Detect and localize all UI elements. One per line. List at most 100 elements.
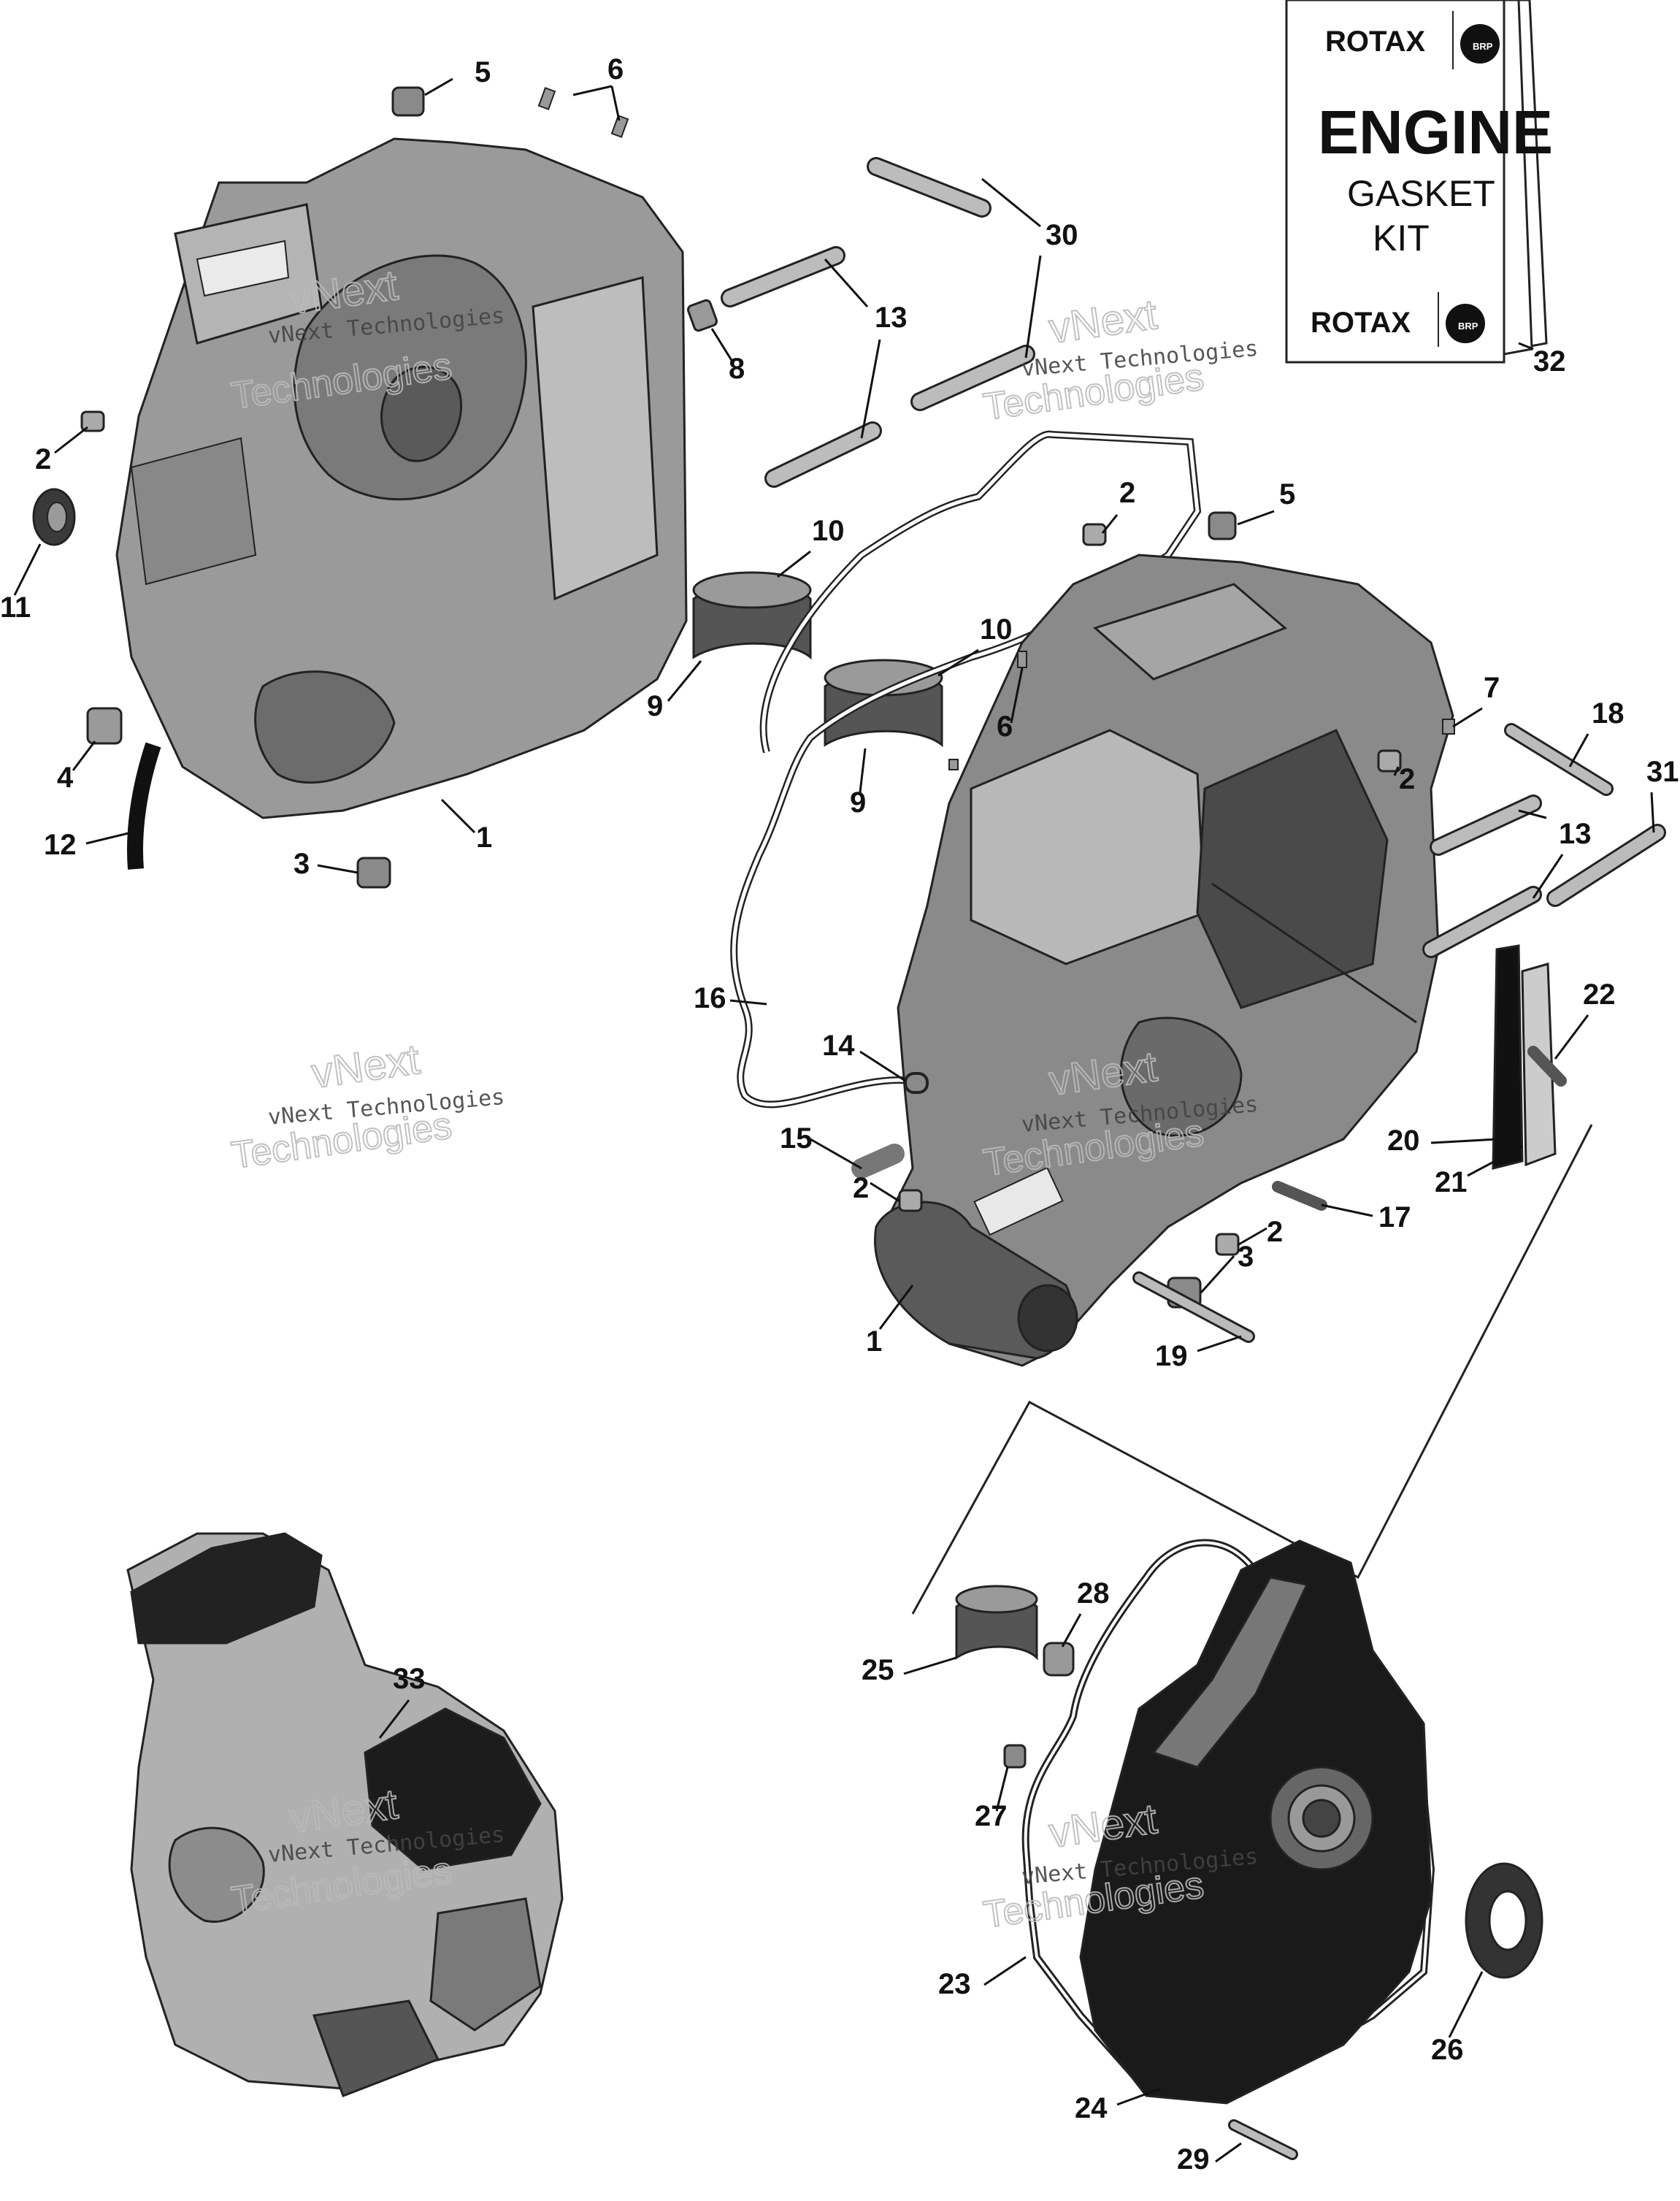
brp-logo-bottom bbox=[1446, 304, 1485, 343]
callout-number-c8: 8 bbox=[729, 353, 745, 385]
left-case-small-parts bbox=[32, 86, 718, 889]
watermark-line2: vNext bbox=[1046, 291, 1160, 353]
part-8-dowel bbox=[686, 299, 718, 332]
callout-number-c29: 29 bbox=[1177, 2143, 1210, 2175]
callout-number-c1b: 1 bbox=[866, 1325, 882, 1358]
callout-leader-c5b bbox=[1237, 510, 1275, 526]
callout-number-c9a: 9 bbox=[647, 690, 663, 722]
callout-leader-c30 bbox=[1024, 255, 1042, 359]
crankcase-half-left bbox=[115, 137, 688, 819]
brp-logo-bottom-text: BRP bbox=[1458, 321, 1478, 332]
callout-number-c3b: 3 bbox=[1238, 1241, 1254, 1273]
callout-number-c19: 19 bbox=[1155, 1340, 1188, 1372]
studs-top bbox=[721, 157, 1035, 488]
callout-number-c20: 20 bbox=[1387, 1125, 1420, 1157]
callout-leader-c14 bbox=[859, 1050, 906, 1082]
callout-number-c18: 18 bbox=[1592, 697, 1625, 730]
callout-number-c5b: 5 bbox=[1279, 478, 1295, 510]
callout-leader-c18 bbox=[1568, 733, 1589, 768]
bearing-shells-left bbox=[692, 571, 943, 748]
callout-number-c12: 12 bbox=[44, 829, 77, 861]
part-2-dowel-d bbox=[898, 1189, 923, 1212]
watermark: vNext Technologies vNext Technologies bbox=[229, 1035, 506, 1178]
callout-number-c23: 23 bbox=[938, 1968, 971, 2000]
callout-leader-c1a bbox=[440, 798, 476, 834]
callout-number-c24: 24 bbox=[1075, 2092, 1108, 2124]
part-5-top bbox=[391, 86, 425, 117]
callout-leader-c6b bbox=[1010, 667, 1024, 724]
callout-leader-c25 bbox=[903, 1656, 957, 1675]
callout-number-c4: 4 bbox=[57, 762, 74, 794]
callout-leader-c21 bbox=[1467, 1145, 1523, 1177]
callout-number-c9b: 9 bbox=[850, 786, 866, 819]
callout-number-c10b: 10 bbox=[980, 613, 1013, 646]
callout-leader-c3b bbox=[1200, 1255, 1235, 1294]
part-22-bolt bbox=[1527, 1046, 1567, 1087]
callout-leader-c19 bbox=[1197, 1335, 1242, 1352]
callout-leader-c2d bbox=[870, 1182, 900, 1203]
callout-leader-c24 bbox=[1116, 2087, 1162, 2106]
part-14-oring bbox=[904, 1072, 929, 1094]
callout-leader-c6a bbox=[572, 85, 613, 96]
callout-number-c2e: 2 bbox=[1267, 1216, 1283, 1248]
callout-leader-c28 bbox=[1061, 1613, 1082, 1647]
callout-number-c5a: 5 bbox=[475, 56, 491, 88]
brp-logo-top-text: BRP bbox=[1473, 41, 1493, 52]
callout-number-c22: 22 bbox=[1583, 979, 1616, 1011]
crankcase-cover bbox=[1021, 1539, 1435, 2105]
part-17-bolt bbox=[1272, 1181, 1327, 1211]
callout-number-c2d: 2 bbox=[853, 1172, 869, 1204]
part-12-tube bbox=[127, 742, 161, 870]
callout-leader-c8 bbox=[710, 328, 734, 362]
callout-leader-c9a bbox=[667, 660, 702, 702]
gasket-kit: ROTAX BRP ENGINE GASKET KIT ROTAX BRP bbox=[1285, 0, 1553, 364]
callout-leader-c31 bbox=[1650, 792, 1655, 833]
callout-number-c27: 27 bbox=[975, 1800, 1008, 1832]
callout-number-c2c: 2 bbox=[1399, 763, 1415, 795]
right-case-small-parts bbox=[851, 511, 1666, 1343]
callout-number-c6a: 6 bbox=[607, 53, 624, 85]
callout-number-c11: 11 bbox=[0, 592, 31, 624]
callout-leader-c15 bbox=[810, 1138, 862, 1170]
part-2-dowel-c bbox=[1377, 749, 1402, 773]
callout-leader-c7 bbox=[1452, 707, 1483, 728]
part-2-dowel-a bbox=[80, 410, 105, 432]
callout-leader-c1b bbox=[878, 1285, 914, 1330]
callout-number-c16: 16 bbox=[694, 982, 726, 1014]
callout-number-c26: 26 bbox=[1431, 2034, 1464, 2066]
part-20-gasket bbox=[1492, 944, 1524, 1170]
callout-number-c30: 30 bbox=[1046, 219, 1078, 251]
callout-number-c3a: 3 bbox=[294, 848, 310, 880]
callout-leader-c16 bbox=[729, 999, 767, 1006]
part-2-dowel-b bbox=[1082, 523, 1107, 546]
crankcase-half-right bbox=[874, 554, 1454, 1367]
callout-leader-c3a bbox=[317, 864, 358, 874]
callout-leader-c5a bbox=[424, 77, 453, 96]
callout-leader-c12 bbox=[85, 831, 132, 845]
callout-leader-c13a bbox=[824, 259, 869, 307]
callout-leader-c2a bbox=[54, 426, 88, 454]
callout-number-c15: 15 bbox=[780, 1122, 813, 1155]
part-7-pin bbox=[1442, 719, 1455, 735]
watermark: vNext Technologies vNext Technologies bbox=[981, 290, 1259, 429]
kit-line1: GASKET bbox=[1347, 173, 1495, 214]
callout-leader-c9b bbox=[859, 748, 867, 793]
callout-number-c17: 17 bbox=[1378, 1201, 1411, 1233]
kit-title: ENGINE bbox=[1318, 98, 1553, 166]
assembly-bracket bbox=[911, 1124, 1593, 1615]
part-6-pin-b bbox=[610, 115, 629, 138]
callout-number-c10a: 10 bbox=[812, 515, 845, 547]
part-3-plug-a bbox=[356, 857, 391, 889]
callout-number-c25: 25 bbox=[862, 1654, 894, 1686]
callout-number-c13b: 13 bbox=[1559, 818, 1592, 850]
part-2-dowel-e bbox=[1215, 1233, 1240, 1256]
callout-number-c1a: 1 bbox=[476, 822, 492, 854]
brp-logo-top bbox=[1460, 24, 1500, 64]
part-4-plug bbox=[86, 707, 123, 745]
callout-leader-c29 bbox=[1215, 2142, 1242, 2163]
callout-number-c31: 31 bbox=[1646, 756, 1679, 788]
callout-number-c6b: 6 bbox=[997, 711, 1013, 743]
callout-number-c33: 33 bbox=[393, 1663, 426, 1695]
callout-leader-c10b bbox=[937, 648, 979, 677]
